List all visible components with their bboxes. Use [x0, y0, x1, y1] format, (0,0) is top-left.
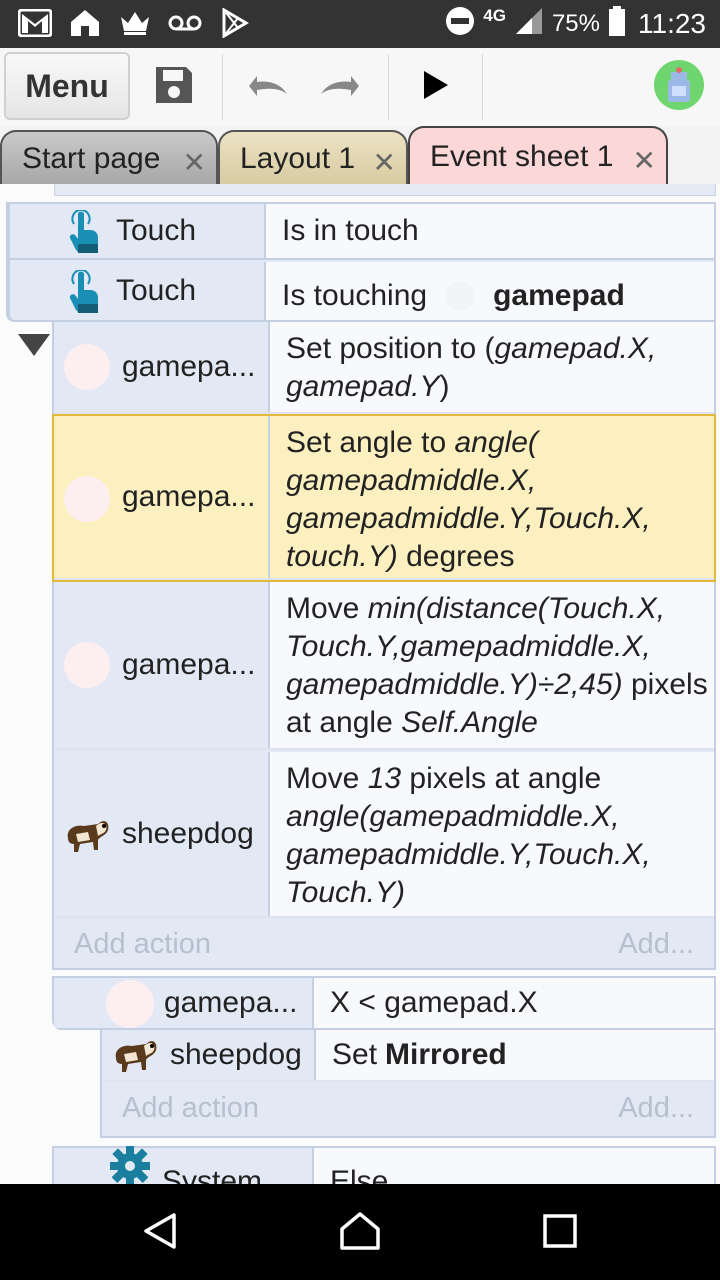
- action-text: Set angle to angle( gamepadmiddle.X, gam…: [270, 416, 714, 578]
- gmail-icon: [18, 8, 52, 38]
- system-event[interactable]: System Else: [52, 1146, 716, 1184]
- condition-row[interactable]: Touch Is in touch: [10, 204, 714, 260]
- action-row-selected[interactable]: gamepa... Set angle to angle( gamepadmid…: [52, 414, 716, 582]
- condition-object: System: [54, 1146, 314, 1184]
- touch-icon: [68, 268, 104, 322]
- tab-bar: Start page ✕ Layout 1 ✕ Event sheet 1 ✕: [0, 126, 720, 186]
- add-action-short[interactable]: Add...: [618, 1091, 694, 1124]
- object-name: System: [162, 1165, 263, 1184]
- condition-object: Touch: [10, 204, 266, 258]
- action-object: sheepdog: [102, 1030, 316, 1080]
- save-button[interactable]: [144, 58, 204, 116]
- object-name: gamepa...: [122, 648, 256, 681]
- gamepad-object-icon: [64, 642, 110, 688]
- play-store-icon: [218, 8, 252, 38]
- object-name: gamepa...: [122, 480, 256, 513]
- action-row[interactable]: gamepa... Set position to (gamepad.X, ga…: [54, 322, 714, 414]
- touch-icon: [68, 208, 104, 262]
- action-text: Set position to (gamepad.X, gamepad.Y): [270, 322, 714, 412]
- menu-button[interactable]: Menu: [4, 52, 130, 120]
- home-nav-icon: [338, 1211, 382, 1256]
- status-bar: 4G 75% 11:23: [0, 0, 720, 48]
- sheepdog-icon: [110, 1034, 160, 1084]
- clock: 11:23: [638, 7, 706, 39]
- add-action-row[interactable]: Add action Add...: [102, 1082, 714, 1134]
- play-button[interactable]: [406, 58, 466, 116]
- tab-start-page[interactable]: Start page ✕: [0, 130, 218, 186]
- toolbar: Menu: [0, 48, 720, 126]
- condition-text: X < gamepad.X: [314, 978, 714, 1028]
- action-object: sheepdog: [54, 752, 270, 916]
- gamepad-object-icon: [106, 980, 154, 1028]
- collapse-toggle[interactable]: [18, 334, 50, 356]
- voicemail-icon: [168, 8, 202, 38]
- recents-icon: [542, 1213, 578, 1254]
- condition-row[interactable]: Touch Is touching gamepad: [10, 262, 714, 320]
- dnd-icon: [445, 6, 475, 41]
- tab-event-sheet-1[interactable]: Event sheet 1 ✕: [408, 126, 668, 186]
- sub-event-condition[interactable]: gamepa... X < gamepad.X: [52, 976, 716, 1030]
- undo-icon: [245, 70, 291, 105]
- condition-text: Else: [314, 1148, 714, 1184]
- event-actions: gamepa... Set position to (gamepad.X, ga…: [52, 320, 716, 970]
- action-row[interactable]: gamepa... Move min(distance(Touch.X, Tou…: [54, 582, 714, 750]
- play-icon: [422, 69, 450, 106]
- add-action-row[interactable]: Add action Add...: [54, 918, 714, 970]
- condition-object: gamepa...: [54, 978, 314, 1028]
- sheepdog-icon: [62, 814, 112, 864]
- action-row[interactable]: sheepdog Move 13 pixels at angle angle(g…: [54, 752, 714, 918]
- crown-icon: [118, 8, 152, 38]
- home-button[interactable]: [330, 1206, 390, 1260]
- battery-icon: [608, 6, 626, 41]
- action-row[interactable]: sheepdog Set Mirrored: [102, 1030, 714, 1082]
- condition-object: Touch: [10, 262, 266, 320]
- gamepad-object-icon: [64, 476, 110, 522]
- action-object: gamepa...: [54, 322, 270, 412]
- tab-label: Start page: [22, 142, 161, 175]
- action-object: gamepa...: [54, 416, 270, 578]
- recents-button[interactable]: [530, 1206, 590, 1260]
- add-action-link[interactable]: Add action: [74, 927, 212, 960]
- save-icon: [154, 65, 194, 110]
- home-icon: [68, 8, 102, 38]
- navigation-bar: [0, 1184, 720, 1280]
- object-name: Touch: [116, 274, 197, 307]
- event-conditions[interactable]: Touch Is in touch Touch Is touching game…: [6, 202, 716, 322]
- battery-level: 75%: [551, 9, 600, 37]
- condition-text: Is in touch: [266, 204, 714, 258]
- redo-icon: [317, 70, 363, 105]
- action-text: Set Mirrored: [316, 1030, 714, 1080]
- back-icon: [140, 1211, 180, 1256]
- gear-icon: [108, 1144, 152, 1184]
- close-icon[interactable]: ✕: [372, 147, 396, 178]
- action-object: gamepa...: [54, 582, 270, 748]
- condition-text: Is touching gamepad: [266, 262, 714, 320]
- back-button[interactable]: [130, 1206, 190, 1260]
- close-icon[interactable]: ✕: [182, 147, 206, 178]
- close-icon[interactable]: ✕: [632, 145, 656, 176]
- object-name: sheepdog: [122, 817, 254, 850]
- object-name: gamepa...: [164, 986, 298, 1019]
- object-name: gamepa...: [122, 350, 256, 383]
- signal-icon: [514, 6, 544, 41]
- previous-event-edge: [54, 184, 716, 196]
- add-action-short[interactable]: Add...: [618, 927, 694, 960]
- avatar-icon[interactable]: [654, 60, 704, 110]
- action-text: Move 13 pixels at angle angle(gamepadmid…: [270, 752, 714, 916]
- object-name: Touch: [116, 214, 197, 247]
- event-sheet: Touch Is in touch Touch Is touching game…: [0, 184, 720, 1184]
- gamepad-object-icon: [64, 344, 110, 390]
- network-type: 4G: [483, 5, 506, 25]
- tab-layout-1[interactable]: Layout 1 ✕: [218, 130, 408, 186]
- action-text: Move min(distance(Touch.X, Touch.Y,gamep…: [270, 582, 714, 748]
- redo-button[interactable]: [310, 58, 370, 116]
- gamepad-icon: [445, 281, 476, 311]
- sub-event-actions: sheepdog Set Mirrored Add action Add...: [100, 1030, 716, 1138]
- tab-label: Layout 1: [240, 142, 356, 175]
- tab-label: Event sheet 1: [430, 140, 614, 173]
- object-name: sheepdog: [170, 1038, 302, 1071]
- undo-button[interactable]: [238, 58, 298, 116]
- add-action-link[interactable]: Add action: [122, 1091, 260, 1124]
